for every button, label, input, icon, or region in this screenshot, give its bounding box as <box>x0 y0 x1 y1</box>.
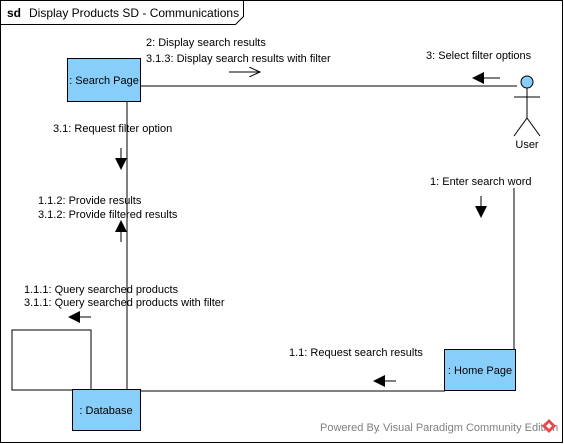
frame-title-tab <box>0 0 244 25</box>
search-page-label: : Search Page <box>69 75 139 87</box>
msg-1-1-label: 1.1: Request search results <box>289 347 423 359</box>
msg-3-1-arrow <box>115 148 127 170</box>
frame-keyword: sd <box>7 6 21 20</box>
watermark-prefix: Powered By <box>320 422 380 434</box>
msg-1-1-1-label: 1.1.1: Query searched products <box>24 284 179 296</box>
msg-3-1-3-label: 3.1.3: Display search results with filte… <box>146 53 331 65</box>
msg-1-1-1-arrow <box>68 311 91 323</box>
home-page-object[interactable]: : Home Page <box>444 349 516 391</box>
actor-head <box>520 75 534 89</box>
svg-text::: : <box>377 422 380 434</box>
watermark-suffix: Visual Paradigm Community Edition <box>383 422 558 434</box>
database-object[interactable]: : Database <box>72 389 141 431</box>
home-page-label: : Home Page <box>448 365 512 377</box>
search-page-object[interactable]: : Search Page <box>67 58 141 102</box>
msg-3-1-label: 3.1: Request filter option <box>53 123 172 135</box>
user-label: User <box>515 139 539 151</box>
msg-1-1-2-label: 1.1.2: Provide results <box>38 195 142 207</box>
msg-1-arrow <box>475 196 487 218</box>
frame-title: Display Products SD - Communications <box>29 6 239 20</box>
msg-1-label: 1: Enter search word <box>430 176 532 188</box>
user-actor[interactable]: User <box>513 75 541 151</box>
msg-3-1-2-label: 3.1.2: Provide filtered results <box>38 209 178 221</box>
msg-1-1-2-arrow <box>115 220 127 242</box>
watermark: Powered By : Visual Paradigm Community E… <box>320 419 558 434</box>
msg-3-label: 3: Select filter options <box>426 50 532 62</box>
msg-3-arrow <box>472 72 500 84</box>
database-label: : Database <box>79 405 132 417</box>
self-link-database <box>11 329 92 391</box>
visual-paradigm-logo-icon <box>542 419 556 433</box>
msg-1-1-arrow <box>373 375 396 387</box>
msg-2-label: 2: Display search results <box>146 37 266 49</box>
msg-3-1-1-label: 3.1.1: Query searched products with filt… <box>24 297 225 309</box>
